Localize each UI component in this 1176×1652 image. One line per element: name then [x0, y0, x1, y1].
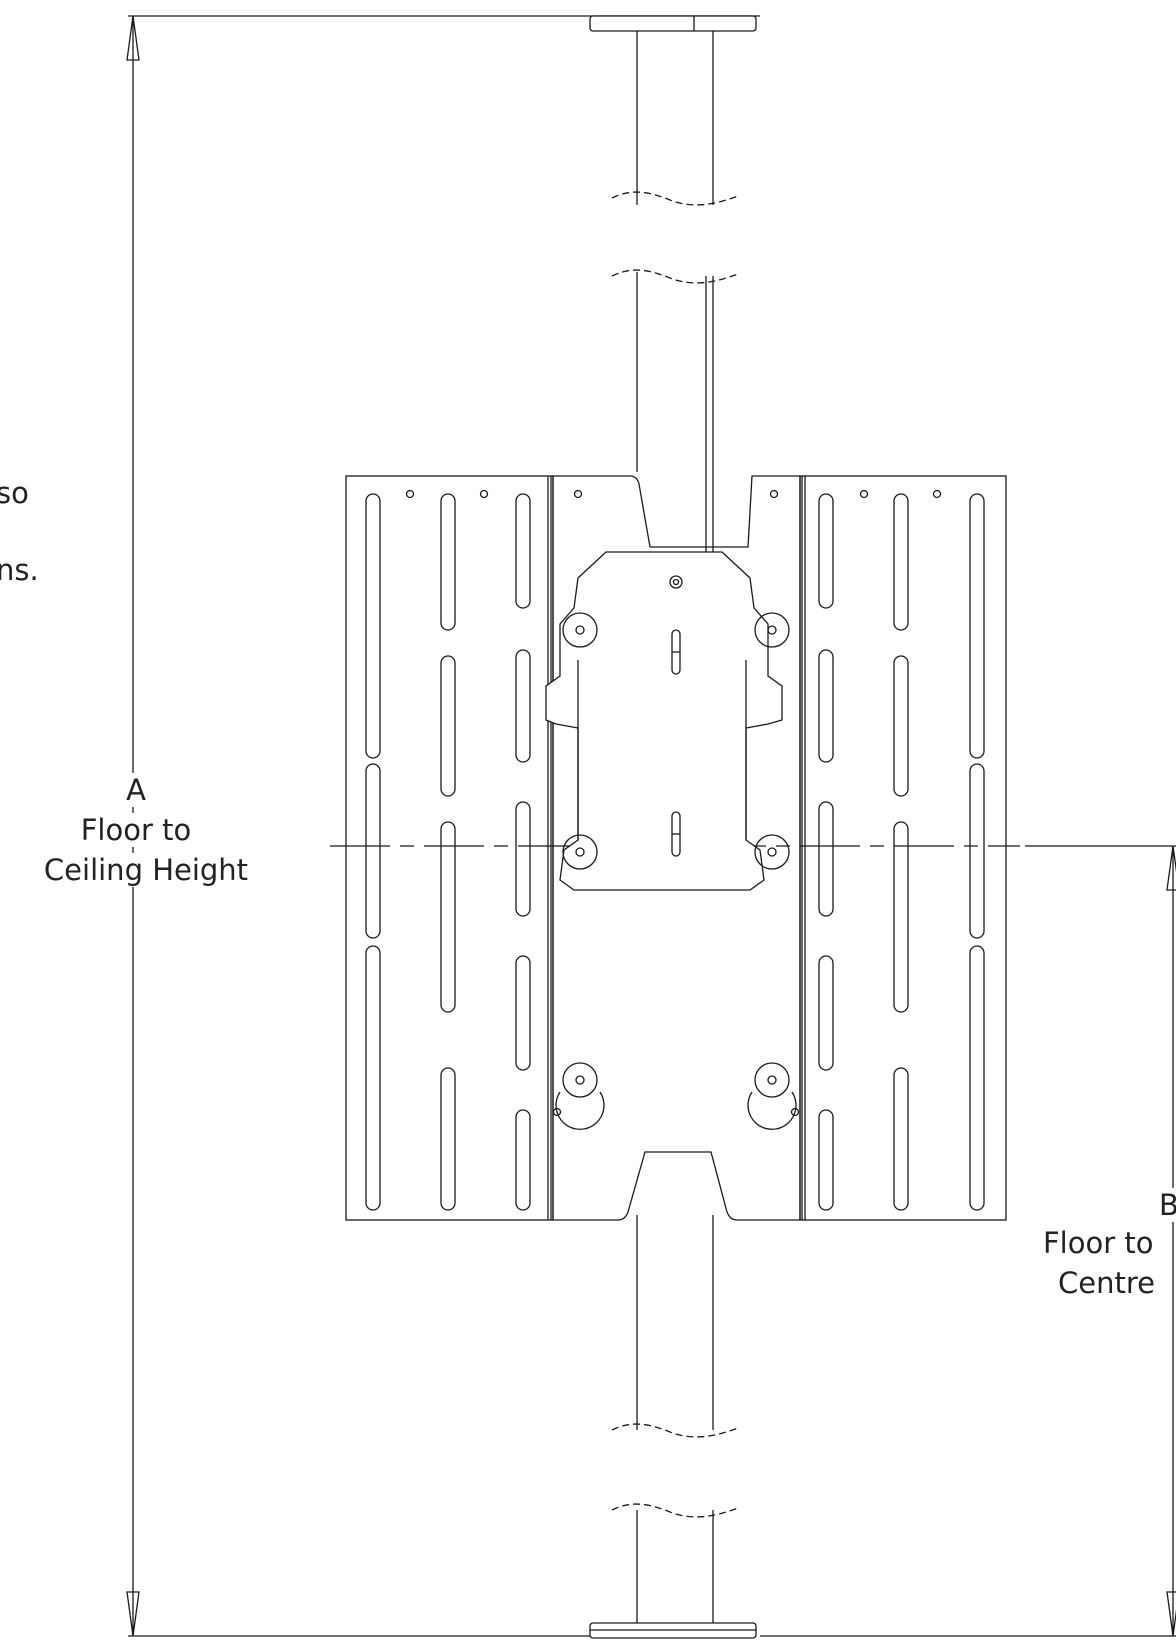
- dimension-a-label-line2: Ceiling Height: [30, 853, 262, 887]
- arrow-down-icon: [1166, 1591, 1176, 1637]
- floor-plate: [589, 1622, 757, 1639]
- arrow-up-icon: [1166, 845, 1176, 891]
- dimension-b: [1166, 845, 1176, 1637]
- left-bracket-panel: [345, 475, 554, 1221]
- arrow-up-icon: [126, 15, 140, 61]
- dimension-b-label-line2: Centre: [1055, 1266, 1158, 1300]
- margin-fragment-top: so: [0, 476, 29, 510]
- pole-clamp-adaptor: [545, 551, 783, 891]
- dimension-b-label-line1: Floor to: [1040, 1226, 1157, 1260]
- upper-pole: [611, 31, 739, 555]
- margin-fragment-bottom: ns.: [0, 553, 39, 587]
- centre-mount-plate: [552, 475, 801, 1221]
- ceiling-plate: [589, 15, 757, 32]
- dimension-b-letter: B: [1156, 1188, 1176, 1222]
- mounting-bolts: [552, 612, 800, 1130]
- dimension-a-letter: A: [116, 773, 156, 807]
- arrow-down-icon: [126, 1591, 140, 1637]
- dimension-a-label-line1: Floor to: [60, 813, 212, 847]
- right-bracket-panel: [799, 475, 1007, 1221]
- lower-pole: [611, 1215, 739, 1623]
